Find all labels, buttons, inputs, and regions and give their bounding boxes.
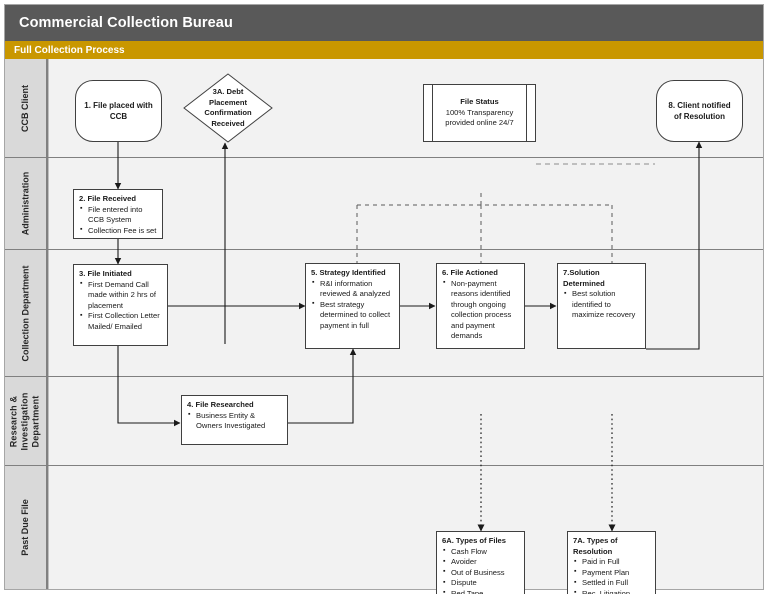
node-6-bullet-1: Non-payment reasons identified through o… — [443, 278, 519, 342]
node-3a-text: 3A. Debt Placement Confirmation Received — [183, 73, 273, 143]
connector-7-to-8 — [646, 141, 703, 350]
node-file-status-line2: 100% Transparency — [445, 107, 514, 117]
node-4-file-researched[interactable]: 4. File Researched Business Entity & Own… — [181, 395, 288, 445]
lane-header-collection-department: Collection Department — [5, 250, 48, 376]
connector-4-to-5 — [288, 348, 357, 424]
node-6-file-actioned[interactable]: 6. File Actioned Non-payment reasons ide… — [436, 263, 525, 349]
page-title: Commercial Collection Bureau — [19, 15, 233, 31]
node-3-bullet-1: First Demand Call made within 2 hrs of p… — [80, 279, 162, 312]
node-7-title: 7.Solution Determined — [563, 268, 605, 288]
node-7a-bullet-3: Settled in Full — [574, 578, 650, 589]
connector-layer — [5, 59, 763, 589]
lane-header-ccb-client: CCB Client — [5, 59, 48, 157]
node-6a-title: 6A. Types of Files — [442, 536, 507, 545]
node-2-bullet-1: File entered into CCB System — [80, 204, 157, 226]
node-6a-types-of-files[interactable]: 6A. Types of Files Cash Flow Avoider Out… — [436, 531, 525, 594]
lane-header-past-due-file: Past Due File — [5, 466, 48, 589]
node-8-client-notified[interactable]: 8. Client notified of Resolution — [656, 80, 743, 142]
node-2-title: 2. File Received — [79, 194, 136, 203]
node-7-bullets: Best solution identified to maximize rec… — [563, 289, 640, 321]
swimlane-grid: CCB Client Administration Collection Dep… — [5, 59, 763, 589]
node-3a-line2: Placement — [209, 97, 247, 107]
node-5-bullets: R&I information reviewed & analyzed Best… — [311, 278, 394, 332]
lane-research-investigation-department: Research & Investigation Department — [5, 377, 763, 466]
title-bar: Commercial Collection Bureau — [5, 5, 763, 41]
node-6a-bullets: Cash Flow Avoider Out of Business Disput… — [442, 546, 519, 594]
node-6-bullets: Non-payment reasons identified through o… — [442, 278, 519, 342]
node-5-title: 5. Strategy Identified — [311, 268, 386, 277]
lane-body-ccb-client — [48, 59, 763, 157]
node-6a-bullet-1: Cash Flow — [443, 546, 519, 558]
node-7a-bullet-4: Rec. Litigation — [574, 588, 650, 594]
connector-3-to-4 — [117, 346, 181, 427]
node-3-bullet-2: First Collection Letter Mailed/ Emailed — [80, 311, 162, 332]
subtitle-bar: Full Collection Process — [5, 41, 763, 59]
node-1-label: 1. File placed with CCB — [84, 101, 153, 121]
shapes-layer: 1. File placed with CCB 3A. Debt Placeme… — [5, 59, 763, 594]
node-6a-bullet-2: Avoider — [443, 557, 519, 568]
node-5-bullet-1: R&I information reviewed & analyzed — [312, 278, 394, 300]
node-3-bullets: First Demand Call made within 2 hrs of p… — [79, 279, 162, 333]
diamond-shape — [183, 73, 273, 143]
process-subtitle: Full Collection Process — [14, 44, 125, 56]
node-7a-title: 7A. Types of Resolution — [573, 536, 618, 556]
node-4-title: 4. File Researched — [187, 400, 254, 409]
node-5-bullet-2: Best strategy determined to collect paym… — [312, 299, 394, 332]
node-7a-bullets: Paid in Full Payment Plan Settled in Ful… — [573, 557, 650, 594]
node-4-bullets: Business Entity & Owners Investigated — [187, 410, 282, 432]
node-3a-line3: Confirmation — [204, 108, 252, 117]
node-file-status[interactable]: File Status 100% Transparency provided o… — [423, 84, 536, 142]
node-7a-bullet-2: Payment Plan — [574, 567, 650, 579]
node-3a-debt-placement-confirmation[interactable]: 3A. Debt Placement Confirmation Received — [183, 73, 273, 143]
node-3a-line4: Received — [211, 118, 245, 128]
lane-body-administration — [48, 158, 763, 249]
node-file-status-line3: provided online 24/7 — [445, 118, 514, 128]
node-7-bullet-1: Best solution identified to maximize rec… — [564, 289, 640, 321]
node-file-status-title: File Status — [460, 97, 499, 107]
node-5-strategy-identified[interactable]: 5. Strategy Identified R&I information r… — [305, 263, 400, 349]
lane-past-due-file: Past Due File — [5, 466, 763, 589]
node-3-file-initiated[interactable]: 3. File Initiated First Demand Call made… — [73, 264, 168, 346]
node-3a-line1: 3A. Debt — [212, 87, 244, 96]
node-2-file-received[interactable]: 2. File Received File entered into CCB S… — [73, 189, 163, 239]
node-6-title: 6. File Actioned — [442, 268, 498, 277]
lane-ccb-client: CCB Client — [5, 59, 763, 158]
lane-administration: Administration — [5, 158, 763, 250]
node-6a-bullet-4: Dispute — [443, 578, 519, 589]
node-8-label: 8. Client notified of Resolution — [668, 101, 731, 121]
node-6a-bullet-3: Out of Business — [443, 567, 519, 579]
node-6a-bullet-5: Red Tape — [443, 588, 519, 594]
lane-header-research-investigation-department: Research & Investigation Department — [5, 377, 48, 465]
node-7a-bullet-1: Paid in Full — [574, 557, 650, 568]
node-2-bullet-2: Collection Fee is set — [80, 225, 157, 237]
node-7a-types-of-resolution[interactable]: 7A. Types of Resolution Paid in Full Pay… — [567, 531, 656, 594]
lane-header-administration: Administration — [5, 158, 48, 249]
node-3-title: 3. File Initiated — [79, 269, 132, 278]
node-4-bullet-1: Business Entity & Owners Investigated — [188, 410, 282, 432]
node-2-bullets: File entered into CCB System Collection … — [79, 204, 157, 237]
lane-body-research-investigation-department — [48, 377, 763, 465]
node-7-solution-determined[interactable]: 7.Solution Determined Best solution iden… — [557, 263, 646, 349]
node-1-file-placed-with-ccb[interactable]: 1. File placed with CCB — [75, 80, 162, 142]
